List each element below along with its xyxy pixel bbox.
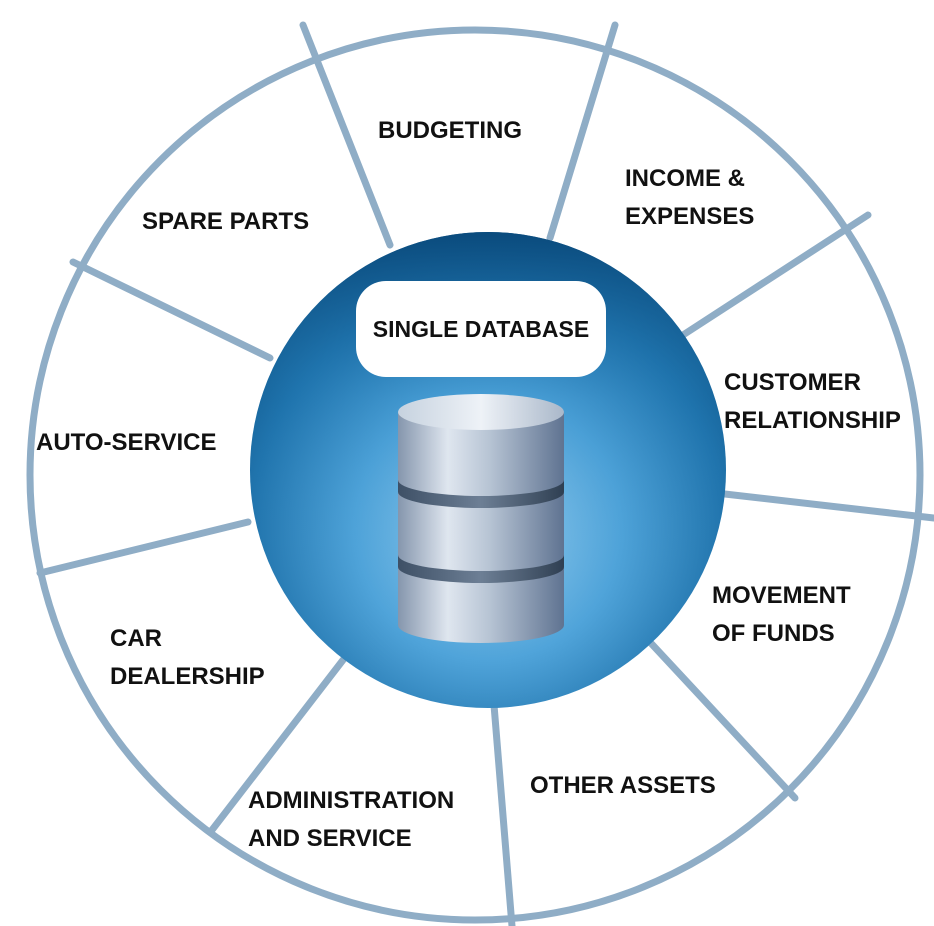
segment-label-budgeting: BUDGETING	[378, 117, 522, 144]
segment-labels: BUDGETING INCOME & EXPENSES CUSTOMER RELATIO…	[36, 117, 901, 852]
segment-label-line: EXPENSES	[625, 203, 754, 230]
spoke-divider	[644, 636, 799, 802]
segment-label-line: OF FUNDS	[712, 620, 835, 647]
database-icon	[398, 394, 564, 643]
segment-label-line: BUDGETING	[378, 117, 522, 144]
segment-label-line: INCOME &	[625, 165, 745, 192]
spoke-divider	[490, 701, 516, 926]
spoke-divider	[36, 518, 252, 577]
segment-label-line: CAR	[110, 625, 162, 652]
segment-label-line: RELATIONSHIP	[724, 407, 901, 434]
segment-label-car-dealership: CAR DEALERSHIP	[110, 625, 265, 690]
spoke-divider	[299, 21, 394, 249]
spoke-divider	[712, 489, 934, 522]
center-title-box: SINGLE DATABASE	[356, 281, 606, 377]
segment-label-line: CUSTOMER	[724, 369, 861, 396]
spoke-divider	[546, 21, 619, 242]
segment-label-administration-and-service: ADMINISTRATION AND SERVICE	[248, 787, 454, 852]
spoke-divider	[208, 656, 347, 834]
segment-label-line: AUTO-SERVICE	[36, 429, 216, 456]
segment-label-movement-of-funds: MOVEMENT OF FUNDS	[712, 582, 851, 647]
segment-label-customer-relationship: CUSTOMER RELATIONSHIP	[724, 369, 901, 434]
segment-label-line: DEALERSHIP	[110, 663, 265, 690]
spoke-divider	[679, 211, 872, 339]
segment-label-other-assets: OTHER ASSETS	[530, 772, 716, 799]
segment-label-income-expenses: INCOME & EXPENSES	[625, 165, 754, 230]
segment-label-line: SPARE PARTS	[142, 208, 309, 235]
segment-label-line: MOVEMENT	[712, 582, 851, 609]
segment-label-line: AND SERVICE	[248, 825, 412, 852]
segment-label-line: OTHER ASSETS	[530, 772, 716, 799]
segment-label-spare-parts: SPARE PARTS	[142, 208, 309, 235]
segment-label-line: ADMINISTRATION	[248, 787, 454, 814]
spoke-divider	[69, 258, 274, 362]
center-title: SINGLE DATABASE	[373, 316, 589, 342]
segment-label-auto-service: AUTO-SERVICE	[36, 429, 216, 456]
